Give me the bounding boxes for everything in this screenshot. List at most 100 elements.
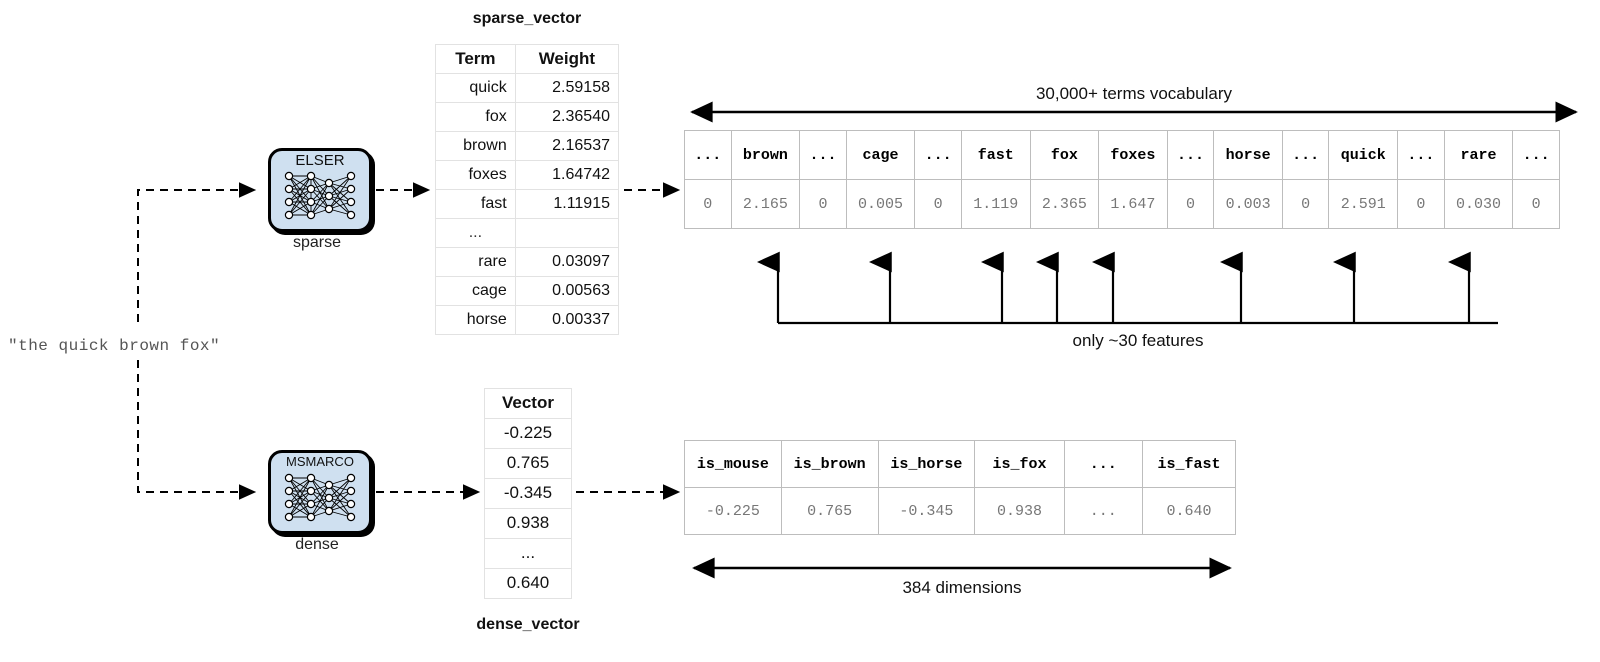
vocab-val-5: 1.119	[960, 179, 1031, 229]
vocab-col-0: ...	[684, 130, 732, 180]
vocabulary-table: ... brown ... cage ... fast fox foxes ..…	[684, 130, 1560, 229]
vocab-val-10: 0	[1281, 179, 1330, 229]
vocab-val-0: 0	[684, 179, 732, 229]
vocab-val-11: 2.591	[1328, 179, 1399, 229]
vocab-val-4: 0	[914, 179, 962, 229]
model-sparse-box: ELSER	[268, 148, 372, 232]
model-dense-caption: dense	[295, 536, 339, 553]
model-sparse-label: ELSER	[295, 152, 345, 169]
dense-col-3: is_fox	[974, 440, 1065, 488]
neural-net-icon	[284, 473, 356, 522]
vocab-val-1: 2.165	[730, 179, 801, 229]
dense-vector-title: dense_vector	[476, 616, 580, 633]
vocabulary-span-label: 30,000+ terms vocabulary	[1035, 84, 1233, 103]
vocab-val-13: 0.030	[1443, 179, 1514, 229]
table-row: -0.225	[484, 418, 572, 449]
cell-term: quick	[435, 73, 516, 103]
model-dense[interactable]: MSMARCO dense	[268, 450, 372, 553]
vocab-col-3: cage	[845, 130, 916, 180]
vocab-val-3: 0.005	[845, 179, 916, 229]
table-row: horse 0.00337	[435, 305, 620, 335]
model-sparse[interactable]: ELSER sparse	[268, 148, 372, 251]
cell-term: fast	[435, 189, 516, 219]
column-header-term: Term	[435, 44, 516, 74]
table-row: foxes 1.64742	[435, 160, 620, 190]
cell-value: 0.640	[484, 568, 572, 599]
vocab-col-10: ...	[1281, 130, 1330, 180]
table-row: cage 0.00563	[435, 276, 620, 306]
table-header-row: ... brown ... cage ... fast fox foxes ..…	[684, 130, 1560, 180]
dense-val-2: -0.345	[877, 487, 976, 535]
vocab-val-8: 0	[1166, 179, 1215, 229]
cell-weight: 2.16537	[514, 131, 620, 161]
vocab-val-2: 0	[799, 179, 847, 229]
vocab-col-14: ...	[1512, 130, 1560, 180]
dense-val-3: 0.938	[974, 487, 1065, 535]
vocab-col-6: fox	[1029, 130, 1100, 180]
vocab-col-8: ...	[1166, 130, 1215, 180]
query-text: "the quick brown fox"	[8, 337, 221, 355]
cell-term: rare	[435, 247, 516, 277]
cell-weight: 2.36540	[514, 102, 620, 132]
table-row: -0.345	[484, 478, 572, 509]
model-dense-label: MSMARCO	[286, 454, 354, 469]
cell-value: -0.225	[484, 418, 572, 449]
neural-net-icon	[284, 171, 356, 220]
vocab-col-1: brown	[730, 130, 801, 180]
cell-weight	[514, 218, 620, 248]
vocab-col-5: fast	[960, 130, 1031, 180]
vocab-val-14: 0	[1512, 179, 1560, 229]
dense-col-4: ...	[1063, 440, 1143, 488]
table-row: rare 0.03097	[435, 247, 620, 277]
model-dense-box: MSMARCO	[268, 450, 372, 534]
table-row: brown 2.16537	[435, 131, 620, 161]
table-row: 0.640	[484, 568, 572, 599]
table-row: -0.225 0.765 -0.345 0.938 ... 0.640	[684, 487, 1237, 535]
dense-val-0: -0.225	[684, 487, 782, 535]
cell-term: brown	[435, 131, 516, 161]
cell-weight: 2.59158	[514, 73, 620, 103]
table-header-row: is_mouse is_brown is_horse is_fox ... is…	[684, 440, 1237, 488]
cell-weight: 0.00337	[514, 305, 620, 335]
table-row: quick 2.59158	[435, 73, 620, 103]
vocab-col-4: ...	[914, 130, 962, 180]
dense-val-4: ...	[1063, 487, 1143, 535]
vocab-col-11: quick	[1328, 130, 1399, 180]
dense-dimensions-table: is_mouse is_brown is_horse is_fox ... is…	[684, 440, 1237, 535]
cell-term: horse	[435, 305, 516, 335]
dense-vector-table: Vector -0.225 0.765 -0.345 0.938 ... 0.6…	[484, 388, 572, 599]
column-header-vector: Vector	[484, 388, 572, 419]
dense-col-1: is_brown	[780, 440, 879, 488]
vocab-col-7: foxes	[1098, 130, 1168, 180]
cell-value: ...	[484, 538, 572, 569]
cell-value: 0.765	[484, 448, 572, 479]
table-row: fast 1.11915	[435, 189, 620, 219]
table-header-row: Term Weight	[435, 44, 620, 74]
cell-weight: 0.00563	[514, 276, 620, 306]
table-row-ellipsis: ...	[435, 218, 620, 248]
cell-term: foxes	[435, 160, 516, 190]
dimensions-count-label: 384 dimensions	[902, 578, 1022, 597]
vocab-val-7: 1.647	[1098, 179, 1168, 229]
dense-col-5: is_fast	[1141, 440, 1237, 488]
cell-weight: 0.03097	[514, 247, 620, 277]
dense-col-2: is_horse	[877, 440, 976, 488]
features-count-label: only ~30 features	[1072, 331, 1204, 350]
cell-weight: 1.64742	[514, 160, 620, 190]
cell-weight: 1.11915	[514, 189, 620, 219]
table-row: 0.938	[484, 508, 572, 539]
model-sparse-caption: sparse	[292, 234, 342, 251]
vocab-col-13: rare	[1443, 130, 1514, 180]
sparse-vector-title: sparse_vector	[472, 10, 582, 27]
dense-val-1: 0.765	[780, 487, 879, 535]
sparse-vector-table: Term Weight quick 2.59158 fox 2.36540 br…	[435, 44, 620, 335]
table-row-ellipsis: ...	[484, 538, 572, 569]
column-header-weight: Weight	[514, 44, 620, 74]
table-row: 0.765	[484, 448, 572, 479]
cell-term: cage	[435, 276, 516, 306]
vocab-val-6: 2.365	[1029, 179, 1100, 229]
cell-value: 0.938	[484, 508, 572, 539]
vocab-val-9: 0.003	[1213, 179, 1283, 229]
dense-col-0: is_mouse	[684, 440, 782, 488]
